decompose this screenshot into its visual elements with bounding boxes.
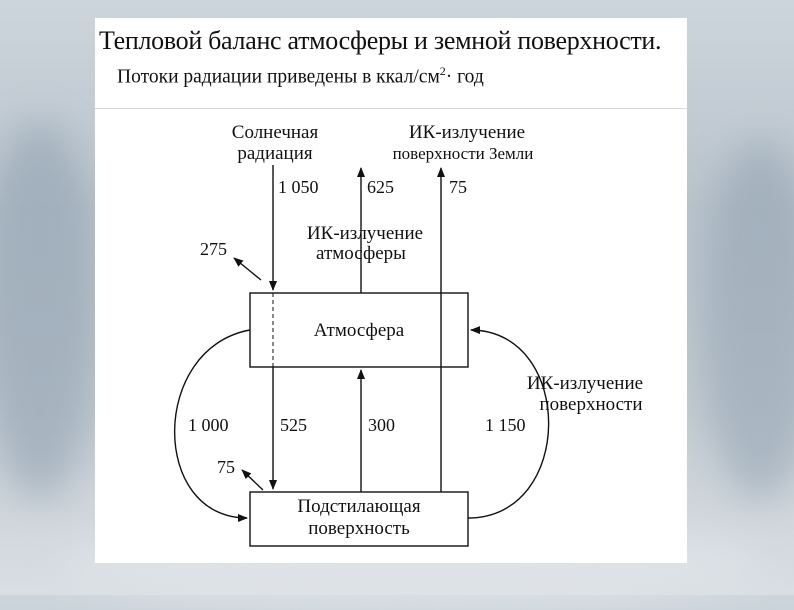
back-radiation-arrow: [173, 329, 251, 522]
surface-box-label-line2: поверхность: [308, 518, 410, 539]
solar-label-line1: Солнечная: [232, 122, 319, 143]
flow-value-heat-up: 300: [368, 415, 395, 435]
surface-box-label-line1: Подстилающая: [297, 496, 420, 517]
reflected-atmosphere-arrow: [233, 257, 262, 281]
ir-earth-label-line2: поверхности Земли: [393, 144, 534, 163]
flow-value-atmosphere-out: 625: [367, 177, 394, 197]
subtitle-superscript: 2: [439, 64, 446, 78]
header-divider: [95, 108, 687, 109]
slide-title: Тепловой баланс атмосферы и земной повер…: [99, 26, 662, 55]
background-blob: [700, 140, 794, 500]
atmosphere-box-label: Атмосфера: [314, 320, 405, 341]
surface-ir-arrow: [467, 326, 550, 519]
ir-atmosphere-label-line2: атмосферы: [316, 243, 406, 264]
flow-value-surface-ir: 1 150: [485, 415, 526, 435]
flow-value-solar-in: 1 050: [278, 177, 319, 197]
flow-value-reflected-atmosphere: 275: [200, 239, 227, 259]
subtitle-suffix: · год: [445, 66, 484, 88]
ir-atmosphere-label-line1: ИК-излучение: [307, 223, 423, 244]
slide-card: Тепловой баланс атмосферы и земной повер…: [95, 18, 687, 563]
ir-surface-label-line2: поверхности: [539, 394, 642, 415]
solar-label-line2: радиация: [237, 143, 313, 164]
slide-subtitle: Потоки радиации приведены в ккал/см2· го…: [117, 64, 484, 89]
flow-value-back-radiation: 1 000: [188, 415, 229, 435]
reflected-surface-arrow: [241, 469, 264, 491]
subtitle-text: Потоки радиации приведены в ккал/см: [117, 66, 440, 88]
flow-value-solar-to-surface: 525: [280, 415, 307, 435]
flow-value-surface-window: 75: [449, 177, 467, 197]
ir-surface-label-line1: ИК-излучение: [527, 373, 643, 394]
ir-earth-label-line1: ИК-излучение: [409, 122, 525, 143]
surface-box: [249, 491, 469, 547]
flow-value-reflected-surface: 75: [217, 457, 235, 477]
heat-balance-diagram: Солнечная радиация ИК-излучение поверхно…: [173, 122, 643, 547]
background-blob: [0, 120, 100, 500]
